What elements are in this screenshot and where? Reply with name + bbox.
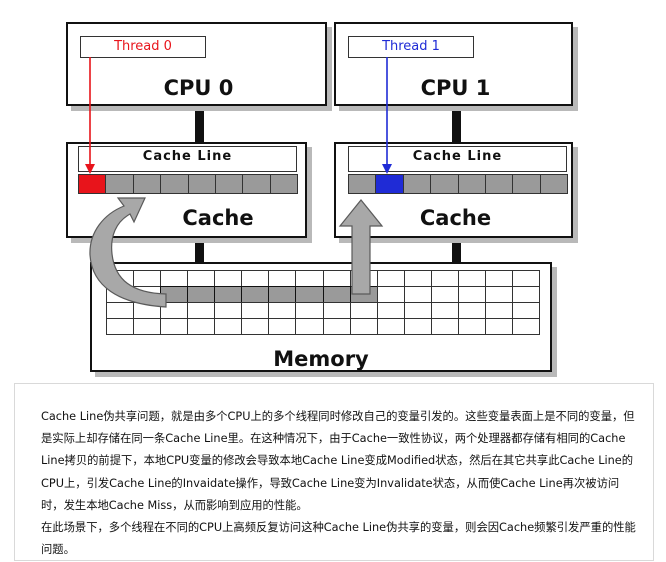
cache-cell bbox=[269, 174, 298, 194]
memory-to-cache1-arrow bbox=[338, 199, 384, 295]
explanation-paragraph-2: 在此场景下，多个线程在不同的CPU上高频反复访问这种Cache Line伪共享的… bbox=[41, 521, 636, 557]
cache1-line-title: Cache Line bbox=[412, 149, 503, 164]
thread0-label: Thread 0 bbox=[80, 36, 206, 58]
cpu1-title: CPU 1 bbox=[420, 76, 491, 100]
cpu0-bus-bottom bbox=[195, 236, 204, 264]
memory-to-cache0-arrow bbox=[89, 197, 167, 308]
memory-cell bbox=[511, 318, 540, 335]
memory-title: Memory bbox=[273, 347, 369, 371]
cache0-line-frame bbox=[78, 146, 297, 172]
cpu0-box: Thread 0 CPU 0 bbox=[66, 22, 327, 106]
memory-box: Memory bbox=[90, 262, 552, 372]
cache-cell bbox=[539, 174, 568, 194]
thread1-arrowhead bbox=[382, 164, 392, 174]
cpu0-title: CPU 0 bbox=[163, 76, 234, 100]
cpu1-box: Thread 1 CPU 1 bbox=[334, 22, 573, 106]
explanation-panel: Cache Line伪共享问题，就是由多个CPU上的多个线程同时修改自己的变量引… bbox=[14, 383, 654, 561]
cpu0-bus-top bbox=[195, 104, 204, 144]
cpu1-bus-bottom bbox=[452, 236, 461, 264]
arrows-overlay bbox=[85, 57, 392, 308]
cache0-line-cells bbox=[78, 174, 298, 194]
memory-grid bbox=[106, 270, 540, 335]
cache1-title: Cache bbox=[419, 206, 492, 230]
cache0-line-title: Cache Line bbox=[142, 149, 233, 164]
thread0-arrowhead bbox=[85, 164, 95, 174]
cache0-title: Cache bbox=[182, 206, 254, 230]
thread1-label: Thread 1 bbox=[348, 36, 474, 58]
cache1-line-cells bbox=[348, 174, 568, 194]
explanation-paragraph-1: Cache Line伪共享问题，就是由多个CPU上的多个线程同时修改自己的变量引… bbox=[41, 410, 635, 512]
cache1-line-frame bbox=[348, 146, 567, 172]
cpu1-bus-top bbox=[452, 104, 461, 144]
cache-diagram: Thread 0 CPU 0 Thread 1 CPU 1 Cache Line… bbox=[66, 22, 573, 372]
